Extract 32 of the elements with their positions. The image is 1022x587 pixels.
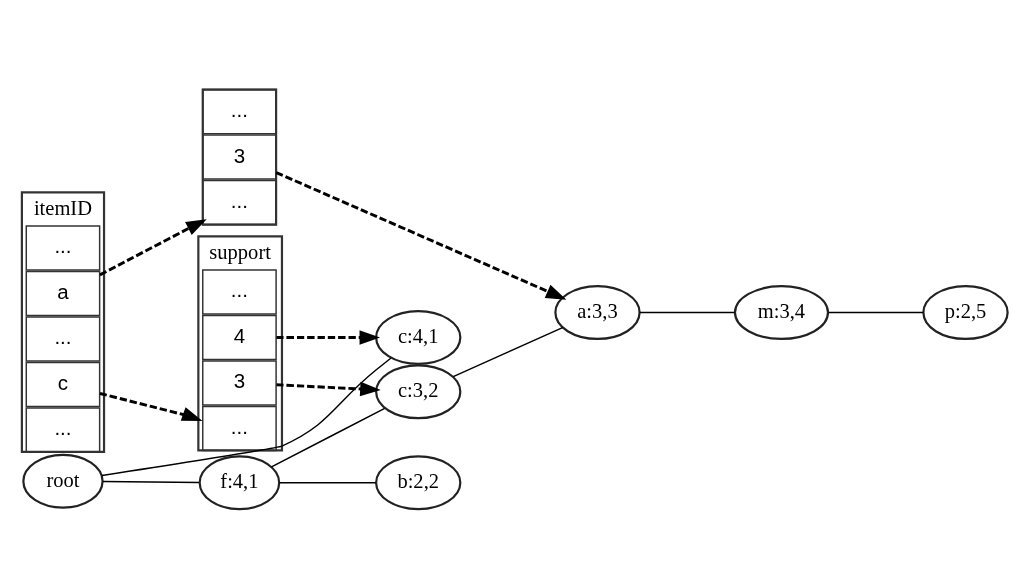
connector [270,407,386,468]
connector [101,357,392,477]
arrow [99,219,207,277]
node-box: ... [25,316,101,362]
node-ellipse: a:3,3 [554,285,641,341]
connector [638,311,736,314]
node-box: 4 [202,314,277,361]
node-box: ... [202,179,277,226]
node-ellipse: root [22,453,104,509]
node-box: ... [202,269,277,315]
node-box: c [25,361,101,408]
connector [278,482,377,484]
node-box: 3 [202,360,277,406]
node-box: ... [25,407,101,453]
node-ellipse: c:3,2 [375,364,462,420]
node-ellipse: m:3,4 [733,285,830,341]
node-box: ... [202,88,277,135]
arrow [276,381,381,397]
node-ellipse: c:4,1 [375,310,462,365]
node-ellipse: p:2,5 [922,285,1009,341]
arrow [276,330,381,345]
node-ellipse: f:4,1 [198,455,281,511]
connector [827,311,925,314]
node-box: a [25,270,101,317]
connector [452,326,564,378]
node-ellipse: b:2,2 [375,455,462,511]
node-box: 3 [202,134,277,180]
node-box: ... [25,225,101,271]
arrow [275,171,567,300]
node-box: ... [202,405,277,452]
connector [102,480,200,484]
arrow [99,392,203,421]
